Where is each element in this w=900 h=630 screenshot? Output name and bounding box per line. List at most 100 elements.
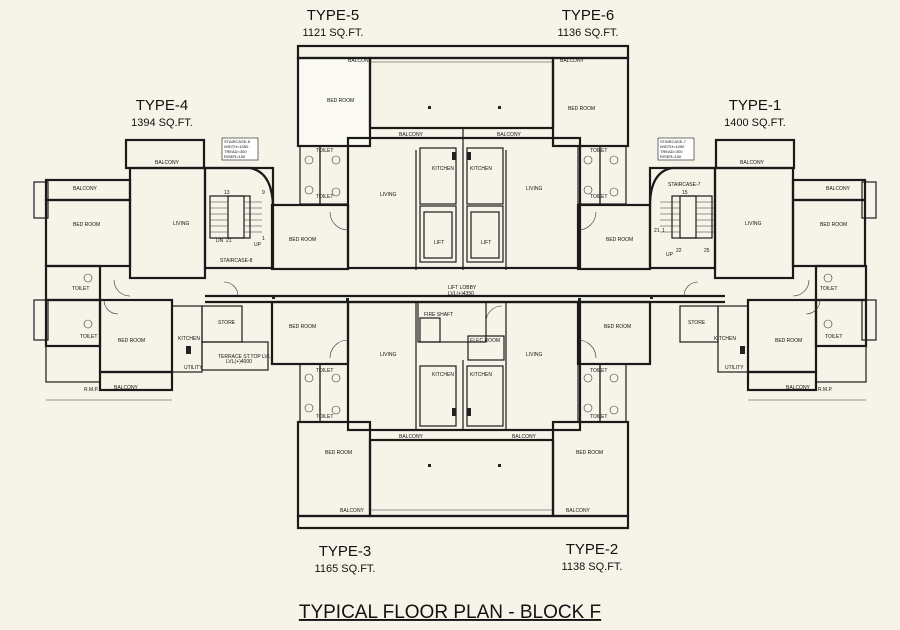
stair-step-15: 15 [682, 190, 688, 196]
toilet-label: TOILET [590, 148, 607, 154]
living-label: LIVING [526, 352, 543, 358]
balcony-label: BALCONY [566, 508, 591, 514]
stair-treads [210, 201, 714, 233]
type-5-name: TYPE-5 [307, 7, 360, 24]
rmp-label: R.M.P. [818, 387, 833, 393]
type-4-name: TYPE-4 [136, 97, 189, 114]
type-2-name: TYPE-2 [566, 541, 619, 558]
stair7-spec-3: TREAD=300 [660, 149, 683, 154]
balcony-label: BALCONY [740, 160, 765, 166]
bedroom-label: BED ROOM [576, 450, 603, 456]
stair-step-13: 13 [224, 190, 230, 196]
bedroom-label: BED ROOM [775, 338, 802, 344]
balcony-label: BALCONY [560, 58, 585, 64]
living-label: LIVING [380, 352, 397, 358]
walls [33, 44, 877, 530]
stair-step-9: 9 [262, 190, 265, 196]
balcony-label: BALCONY [114, 385, 139, 391]
type-5-area: 1121 SQ.FT. [303, 27, 364, 39]
balcony-label: BALCONY [155, 160, 180, 166]
stair-step-22: 22 [676, 248, 682, 254]
type-3-area: 1165 SQ.FT. [315, 563, 376, 575]
elec-room-label: ELEC ROOM [470, 338, 500, 344]
bedroom-label: BED ROOM [289, 324, 316, 330]
balcony-label: BALCONY [399, 434, 424, 440]
balcony-label: BALCONY [340, 508, 365, 514]
kitchen-label: KITCHEN [432, 372, 454, 378]
toilet-label: TOILET [590, 368, 607, 374]
toilet-label: TOILET [316, 194, 333, 200]
balcony-label: BALCONY [786, 385, 811, 391]
balcony-label: BALCONY [512, 434, 537, 440]
bedroom-label: BED ROOM [73, 222, 100, 228]
kitchen-label: KITCHEN [470, 372, 492, 378]
room-labels: BALCONY BALCONY BALCONY BALCONY BALCONY … [72, 58, 851, 514]
stair-step-1: 1 [262, 236, 265, 242]
staircase-8-label: STAIRCASE-8 [220, 258, 253, 264]
type-4-area: 1394 SQ.FT. [131, 117, 193, 129]
bedroom-label: BED ROOM [568, 106, 595, 112]
door-swings [103, 211, 821, 359]
stair8-spec-3: TREAD=300 [224, 149, 247, 154]
stair-step-1: 1 [662, 228, 665, 234]
sanitary-fixtures [83, 106, 833, 467]
rmp-label: R.M.P. [84, 387, 99, 393]
toilet-label: TOILET [72, 286, 89, 292]
toilet-label: TOILET [316, 414, 333, 420]
stair7-spec-2: WIDTH=1050 [660, 144, 685, 149]
fire-shaft-label: FIRE SHAFT [424, 312, 453, 318]
utility-label: UTILITY [725, 365, 744, 371]
stair8-spec-4: RISER=150 [224, 154, 246, 159]
bedroom-label: BED ROOM [118, 338, 145, 344]
utility-label: UTILITY [184, 365, 203, 371]
drawing-title: TYPICAL FLOOR PLAN - BLOCK F [299, 602, 601, 623]
type-3-name: TYPE-3 [319, 543, 372, 560]
store-label: STORE [218, 320, 236, 326]
stair-step-25: 25 [704, 248, 710, 254]
type-1-area: 1400 SQ.FT. [724, 117, 786, 129]
kitchen-label: KITCHEN [432, 166, 454, 172]
toilet-label: TOILET [316, 148, 333, 154]
kitchen-label: KITCHEN [470, 166, 492, 172]
toilet-label: TOILET [820, 286, 837, 292]
staircase-7-spec-box: STAIRCASE-7 WIDTH=1050 TREAD=300 RISER=1… [657, 137, 695, 161]
stair-step-21: 21 [226, 238, 232, 244]
type-1-name: TYPE-1 [729, 97, 782, 114]
balcony-label: BALCONY [399, 132, 424, 138]
stair8-spec-1: STAIRCASE-8 [224, 139, 251, 144]
toilet-label: TOILET [316, 368, 333, 374]
bedroom-label: BED ROOM [820, 222, 847, 228]
type-6-area: 1136 SQ.FT. [558, 27, 619, 39]
bedroom-label: BED ROOM [604, 324, 631, 330]
unit-headings: TYPE-5 1121 SQ.FT. TYPE-6 1136 SQ.FT. TY… [131, 7, 786, 575]
lift-label: LIFT [481, 240, 491, 246]
stair-up-label: UP [254, 242, 262, 248]
living-label: LIVING [380, 192, 397, 198]
balcony-label: BALCONY [497, 132, 522, 138]
type-6-name: TYPE-6 [562, 7, 615, 24]
terrace-level: LVL(+)4000 [226, 359, 252, 365]
stair8-spec-2: WIDTH=1050 [224, 144, 249, 149]
stair-step-21: 21 [654, 228, 660, 234]
balcony-label: BALCONY [73, 186, 98, 192]
bedroom-label: BED ROOM [606, 237, 633, 243]
kitchen-label: KITCHEN [178, 336, 200, 342]
living-label: LIVING [173, 221, 190, 227]
toilet-label: TOILET [825, 334, 842, 340]
bedroom-label: BED ROOM [325, 450, 352, 456]
bedroom-label: BED ROOM [289, 237, 316, 243]
terrace-label: TERRACE ST.TOP LVL [218, 354, 271, 360]
living-label: LIVING [526, 186, 543, 192]
living-label: LIVING [745, 221, 762, 227]
staircase-7-label: STAIRCASE-7 [668, 182, 701, 188]
lift-label: LIFT [434, 240, 444, 246]
bedroom-label: BED ROOM [327, 98, 354, 104]
toilet-label: TOILET [80, 334, 97, 340]
toilet-label: TOILET [590, 414, 607, 420]
stair-up-label: UP [666, 252, 674, 258]
stair7-spec-1: STAIRCASE-7 [660, 139, 687, 144]
staircase-8-spec-box: STAIRCASE-8 WIDTH=1050 TREAD=300 RISER=1… [221, 137, 259, 161]
lift-lobby-level: LVL(+)4350 [448, 291, 474, 297]
stair7-spec-4: RISER=150 [660, 154, 682, 159]
